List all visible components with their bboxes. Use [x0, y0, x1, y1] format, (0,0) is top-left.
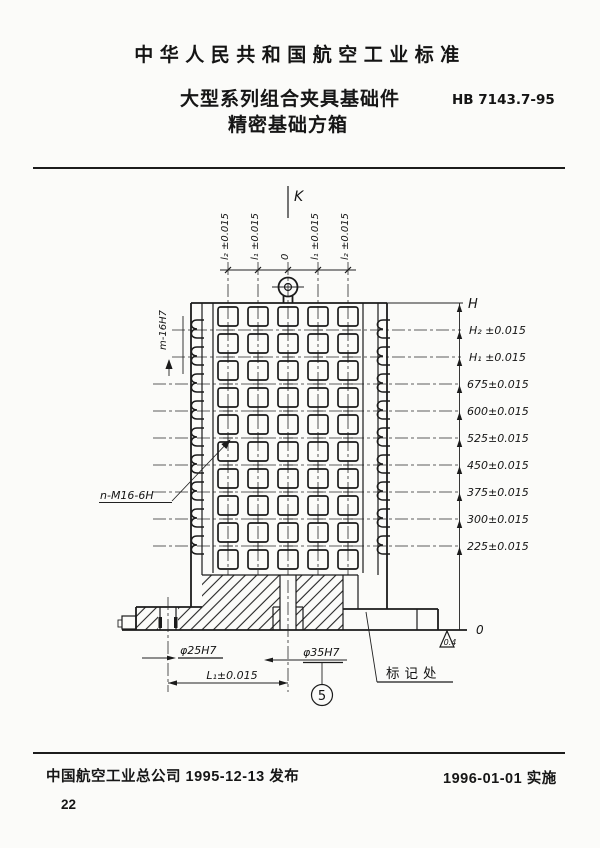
implementation-line: 1996-01-01 实施 [443, 771, 557, 787]
dim-H1: H₁ ±0.015 [469, 351, 526, 364]
document-title-line2: 精密基础方箱 [227, 115, 348, 136]
hole25-callout: φ25H7 [142, 644, 223, 661]
dim-l2-left: l₂ ±0.015 [220, 213, 231, 260]
page-number: 22 [61, 797, 77, 812]
view-label-k: K [294, 189, 305, 205]
standard-name: 中华人民共和国航空工业标准 [134, 45, 466, 66]
dim-H2: H₂ ±0.015 [469, 324, 526, 337]
base-centerlines [167, 580, 289, 692]
dim-zero: 0 [280, 254, 291, 260]
standard-code: HB 7143.7-95 [452, 92, 555, 108]
publisher-line: 中国航空工业总公司 1995-12-13 发布 [46, 769, 300, 785]
dim-675: 675±0.015 [467, 378, 529, 391]
dim-525: 525±0.015 [467, 432, 529, 445]
header-rule [33, 167, 565, 170]
length-dimension: L₁±0.015 [168, 669, 288, 686]
mark-note: 标记处 [365, 611, 453, 683]
dim-450: 450±0.015 [467, 459, 529, 472]
dim-l1-right: l₁ ±0.015 [310, 213, 321, 260]
document-title-line1: 大型系列组合夹具基础件 [179, 89, 400, 110]
height-dimension-labels: H H₂ ±0.015 H₁ ±0.015 675±0.015 600±0.01… [467, 297, 529, 637]
dim-zero-base: 0 [476, 623, 484, 637]
dim-l2-right: l₂ ±0.015 [340, 213, 351, 260]
dim-l1-left: l₁ ±0.015 [250, 213, 261, 260]
side-hole-callout: m-16H7 [158, 309, 184, 376]
row-centerlines [153, 329, 461, 547]
hole25-label: φ25H7 [180, 644, 217, 657]
thread-holes-callout: n-M16-6H [99, 439, 231, 503]
dim-H: H [468, 297, 478, 312]
dim-375: 375±0.015 [467, 486, 529, 499]
dim-600: 600±0.015 [467, 405, 529, 418]
thread-holes-label: n-M16-6H [100, 489, 154, 502]
view-direction-k: K [287, 186, 305, 218]
section-hatch [136, 575, 343, 631]
roughness-mark: 0.4 [439, 629, 457, 648]
side-hole-label: m-16H7 [158, 309, 169, 350]
box-outline [190, 302, 388, 609]
hole-centerlines [227, 262, 349, 575]
side-slot-profiles [190, 319, 390, 555]
roughness-value: 0.4 [444, 638, 457, 647]
technical-drawing: K l₂ ±0.015 l₁ ±0.015 0 l₁ ±0.015 l₂ ±0.… [99, 186, 529, 707]
thread-hole-marks [223, 325, 353, 551]
base-section [117, 574, 467, 631]
lifting-ring [272, 276, 304, 303]
dim-300: 300±0.015 [467, 513, 529, 526]
balloon-number: 5 [318, 689, 326, 704]
hole35-label: φ35H7 [303, 646, 340, 659]
top-dimension-labels: l₂ ±0.015 l₁ ±0.015 0 l₁ ±0.015 l₂ ±0.01… [220, 213, 351, 260]
level-arrows [456, 304, 463, 555]
footer-rule [33, 752, 565, 755]
dim-225: 225±0.015 [467, 540, 529, 553]
height-dimension-column [387, 302, 463, 630]
length-dim-label: L₁±0.015 [206, 669, 257, 682]
mark-note-label: 标记处 [386, 666, 442, 682]
hole35-callout: φ35H7 5 [264, 646, 347, 707]
